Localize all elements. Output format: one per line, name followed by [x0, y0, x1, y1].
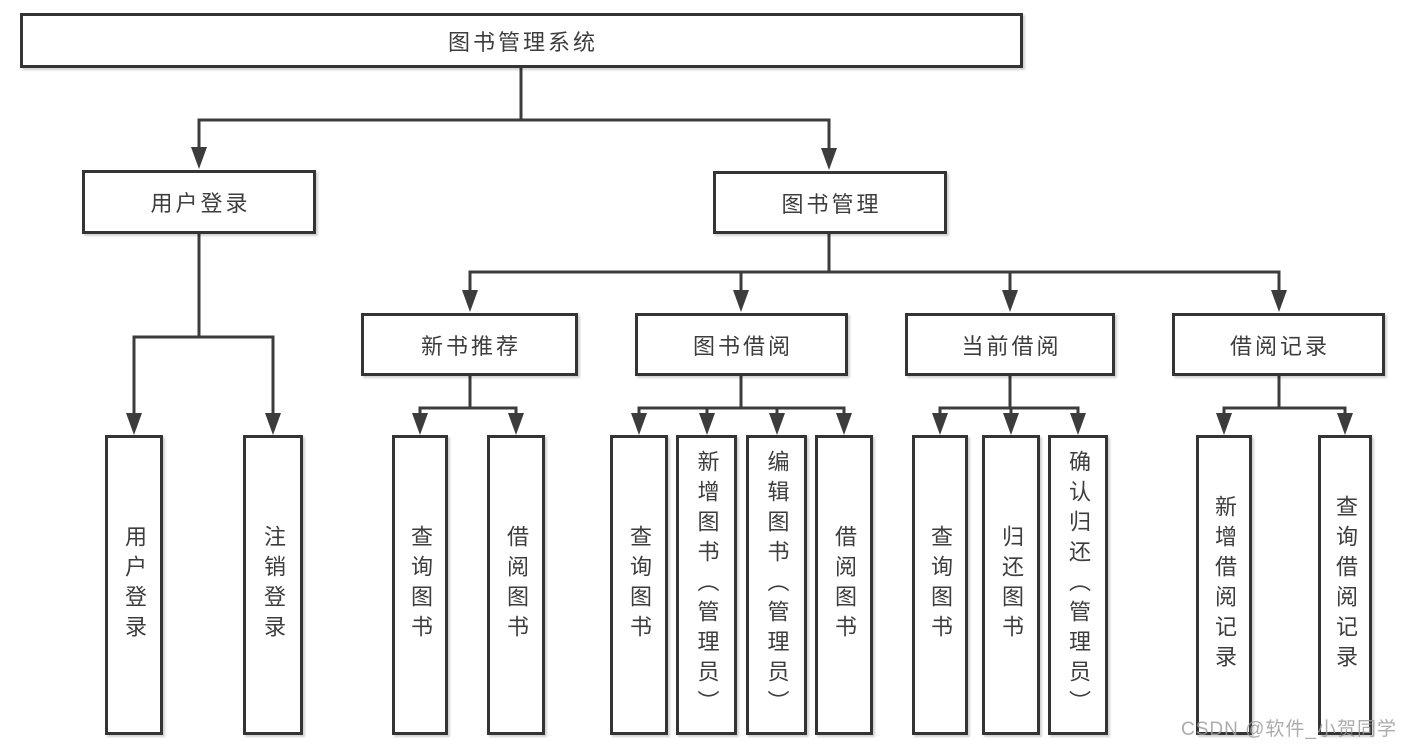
- leaf-return-books-label: 归还图书: [999, 525, 1024, 645]
- leaf-query-books-borrowing: 查询图书: [610, 435, 668, 735]
- leaf-query-books-borrowing-label: 查询图书: [627, 525, 652, 645]
- node-book-management: 图书管理: [713, 171, 947, 234]
- leaf-query-books-recommend: 查询图书: [392, 435, 448, 735]
- node-current-borrowing: 当前借阅: [905, 313, 1115, 376]
- leaf-confirm-return-admin: 确认归还（管理员）: [1048, 435, 1108, 735]
- leaf-query-books-current: 查询图书: [912, 435, 968, 735]
- leaf-confirm-return-admin-label: 确认归还（管理员）: [1066, 450, 1091, 720]
- node-book-management-label: 图书管理: [781, 191, 882, 217]
- leaf-borrow-books-recommend: 借阅图书: [487, 435, 545, 735]
- leaf-query-books-recommend-label: 查询图书: [408, 525, 433, 645]
- leaf-user-login: 用户登录: [105, 435, 163, 735]
- leaf-edit-book-admin: 编辑图书（管理员）: [746, 435, 807, 735]
- node-user-login: 用户登录: [82, 170, 316, 234]
- leaf-add-book-admin-label: 新增图书（管理员）: [694, 450, 720, 720]
- node-borrowing-records: 借阅记录: [1172, 313, 1385, 376]
- leaf-add-borrow-record-label: 新增借阅记录: [1212, 495, 1237, 675]
- node-borrowing-records-label: 借阅记录: [1229, 333, 1330, 359]
- leaf-return-books: 归还图书: [982, 435, 1040, 735]
- leaf-borrow-books-borrowing-label: 借阅图书: [832, 525, 857, 645]
- leaf-add-book-admin: 新增图书（管理员）: [676, 435, 737, 735]
- leaf-edit-book-admin-label: 编辑图书（管理员）: [764, 450, 790, 720]
- leaf-logout: 注销登录: [243, 435, 303, 735]
- node-root-label: 图书管理系统: [447, 29, 598, 55]
- leaf-borrow-books-recommend-label: 借阅图书: [504, 525, 529, 645]
- leaf-add-borrow-record: 新增借阅记录: [1196, 435, 1252, 735]
- node-book-borrowing-label: 图书借阅: [692, 333, 793, 359]
- csdn-watermark: CSDN @软件_小贺同学: [1181, 719, 1397, 740]
- node-book-borrowing: 图书借阅: [635, 313, 848, 376]
- node-new-book-recommendation: 新书推荐: [361, 313, 578, 376]
- leaf-borrow-books-borrowing: 借阅图书: [815, 435, 873, 735]
- leaf-query-borrow-record: 查询借阅记录: [1318, 435, 1372, 735]
- node-root: 图书管理系统: [20, 13, 1023, 68]
- leaf-query-borrow-record-label: 查询借阅记录: [1333, 495, 1358, 675]
- node-user-login-label: 用户登录: [150, 191, 251, 216]
- leaf-logout-label: 注销登录: [261, 525, 286, 645]
- leaf-query-books-current-label: 查询图书: [928, 525, 953, 645]
- leaf-user-login-label: 用户登录: [122, 525, 147, 645]
- arrowhead-icons: [126, 147, 1353, 435]
- node-new-book-recommendation-label: 新书推荐: [420, 333, 521, 359]
- node-current-borrowing-label: 当前借阅: [961, 333, 1062, 359]
